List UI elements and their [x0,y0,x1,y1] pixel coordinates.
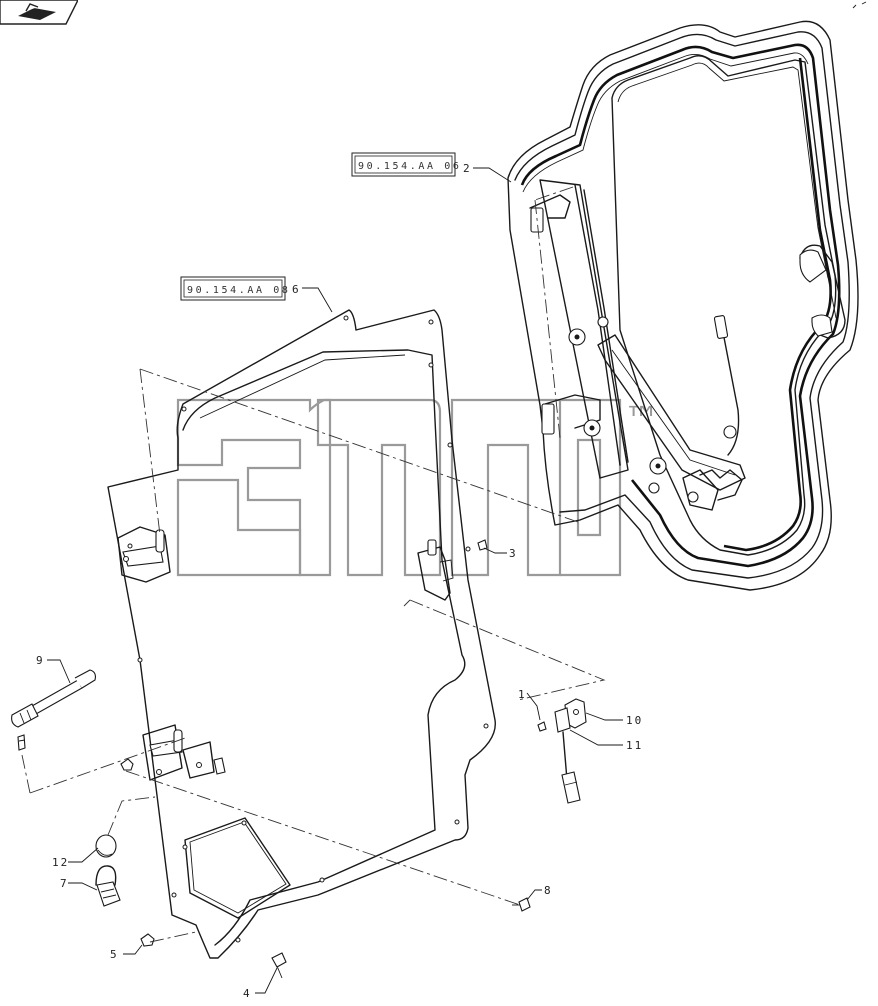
part-11-latch-cable [554,707,581,804]
callout-leaders [47,167,623,994]
door-window [507,20,859,591]
callout-10: 10 [626,714,643,727]
corner-marks [852,1,867,9]
part-3-screw [477,539,488,551]
window-fasteners [568,316,737,494]
door-frame [107,309,496,959]
return-arrow-icon [0,0,79,25]
callout-3: 3 [509,547,518,560]
latch-bracket [417,539,454,601]
upper-hinge [117,526,171,583]
callout-9: 9 [36,654,45,667]
reference-text-top: 90.154.AA 06 [358,161,461,172]
frame-mounting-holes [137,315,489,943]
watermark-trademark: ™ [624,400,660,441]
part-1-screw [537,721,547,732]
reference-box-left[interactable]: 90.154.AA 08 [180,276,290,301]
callout-11: 11 [626,739,643,752]
callout-4: 4 [243,987,252,1000]
callout-7: 7 [60,877,69,890]
part-8-bolt [512,897,531,912]
part-5-nut-upper [120,758,134,771]
lower-hinge [142,724,226,781]
reference-box-top[interactable]: 90.154.AA 06 [351,152,461,177]
reference-text-left: 90.154.AA 08 [187,285,290,296]
callout-5: 5 [110,948,119,961]
callout-6: 6 [292,283,301,296]
callout-1: 1 [518,688,527,701]
part-4-bolt [271,952,287,979]
callout-12: 12 [52,856,69,869]
part-9-gas-strut [11,669,96,728]
part-7-connector [95,865,121,907]
back-navigation-tab[interactable] [0,0,79,26]
part-5-nut [140,933,155,947]
assembly-centerlines [21,186,606,943]
callout-8: 8 [544,884,553,897]
callout-2: 2 [463,162,472,175]
part-9-strut-stud [17,734,26,751]
window-handle [799,244,846,339]
part-12-cap [95,834,117,858]
